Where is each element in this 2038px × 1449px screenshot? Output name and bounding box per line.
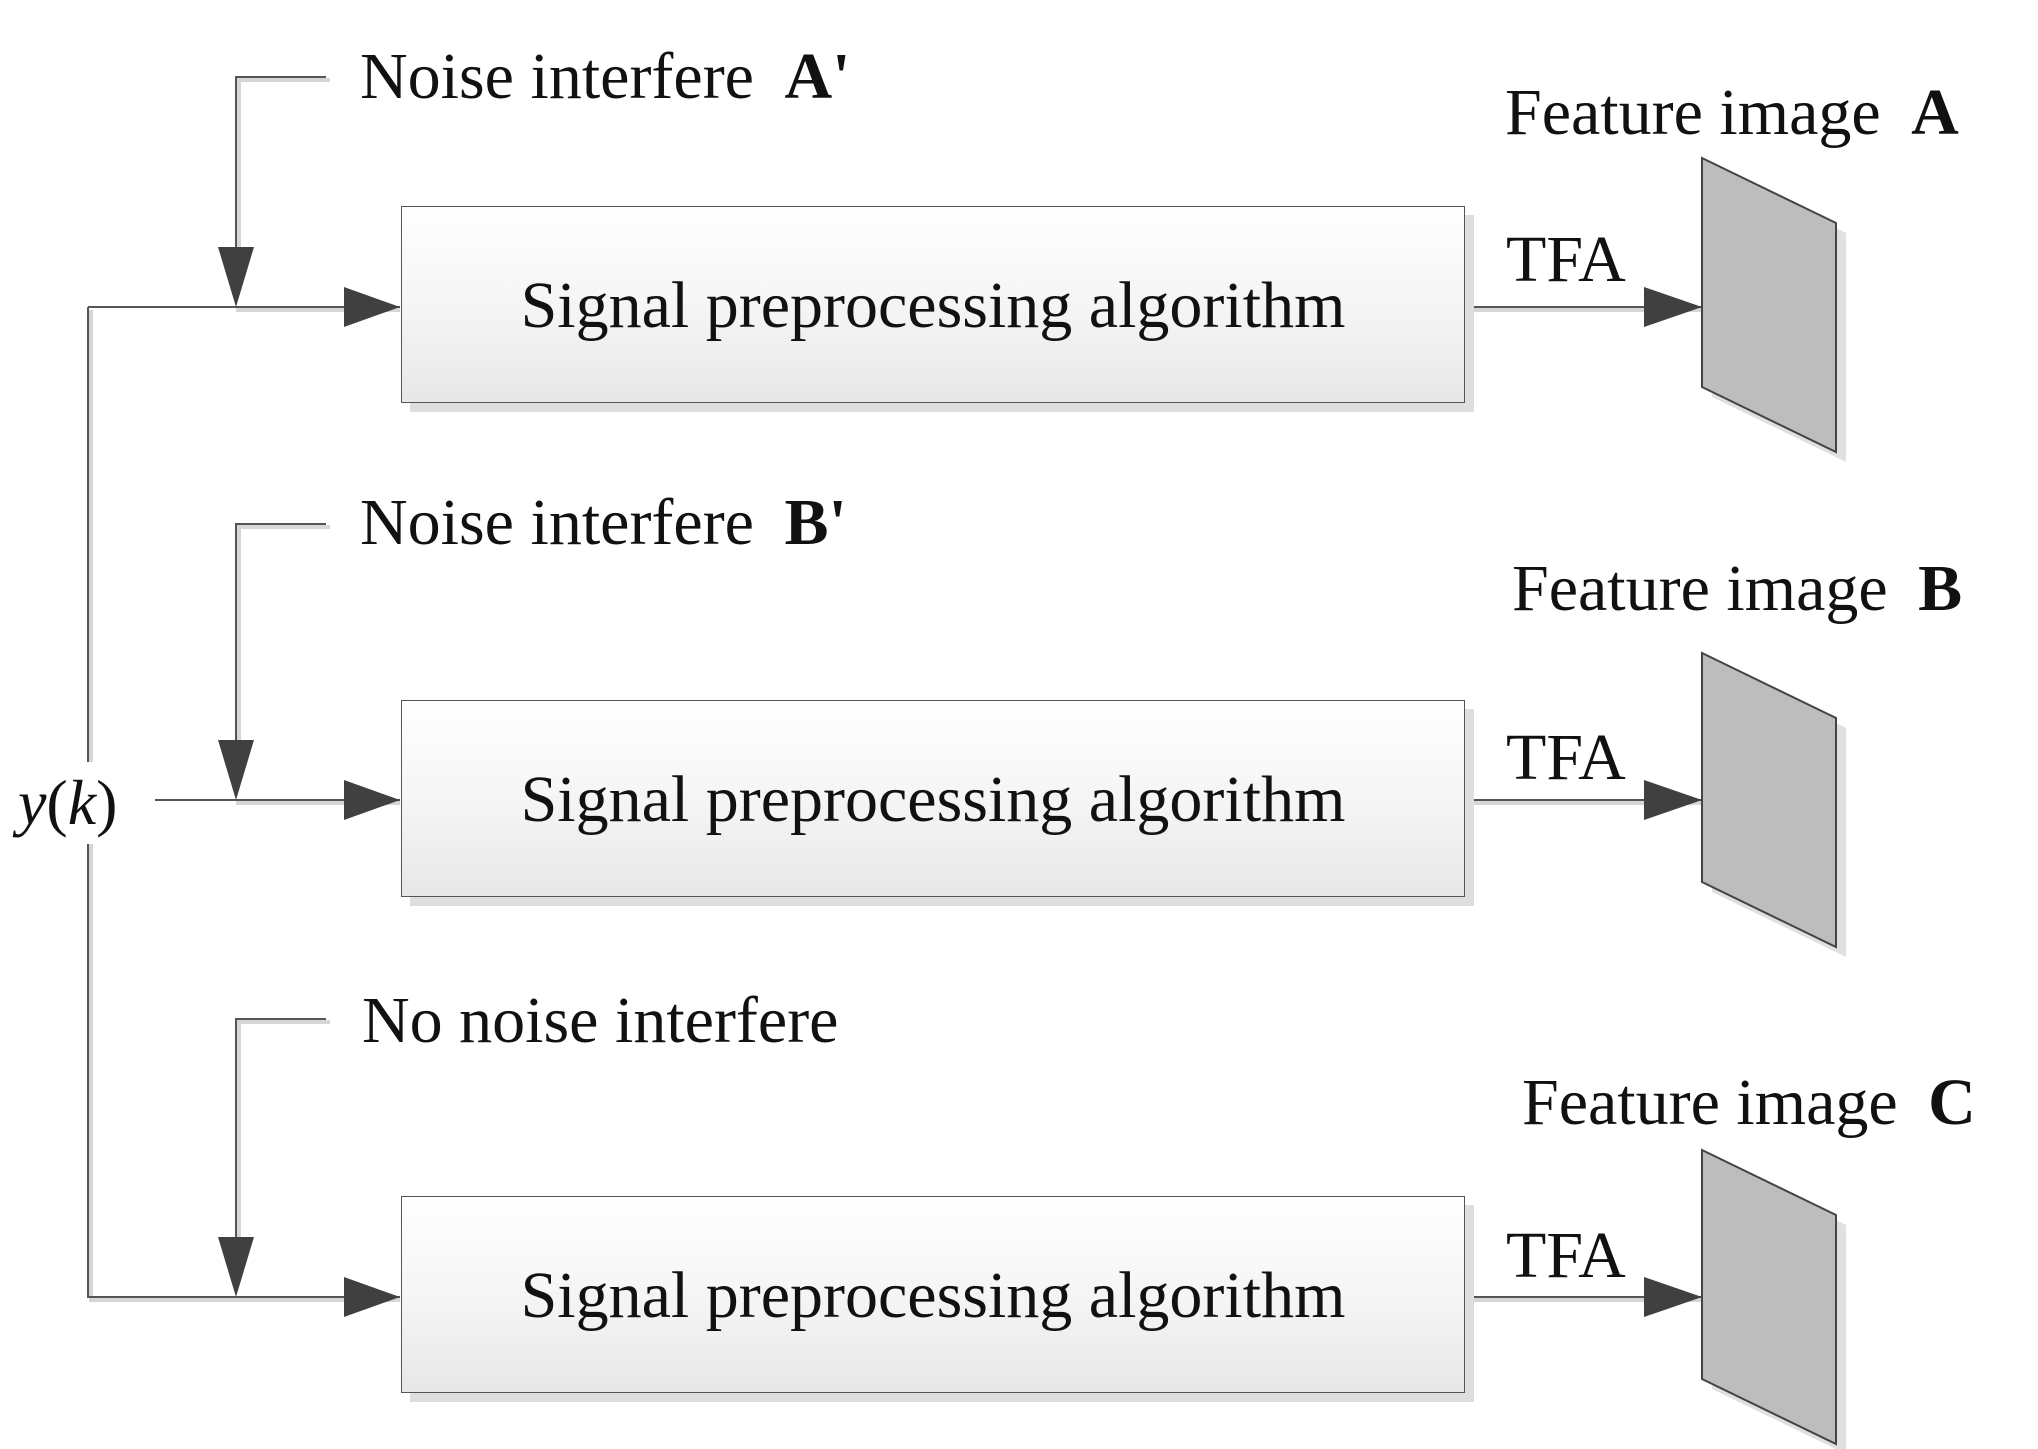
input-bus	[87, 306, 240, 1302]
branch-arrows	[236, 287, 400, 1317]
block-label-b: Signal preprocessing algorithm	[520, 762, 1346, 836]
noise-text-b: Noise interfere	[360, 486, 754, 559]
feature-label-c: Feature image C	[1522, 1070, 1976, 1136]
feature-symbol-c: C	[1928, 1066, 1976, 1139]
feature-text-a: Feature image	[1505, 76, 1881, 149]
feature-text-c: Feature image	[1522, 1066, 1898, 1139]
feature-image-a	[1701, 156, 1846, 462]
noise-text-c: No noise interfere	[362, 984, 839, 1057]
tfa-label-a: TFA	[1506, 223, 1626, 296]
signal-open-paren: (	[46, 767, 68, 838]
signal-arg: k	[67, 767, 97, 838]
signal-close-paren: )	[96, 767, 118, 838]
signal-name: y	[18, 767, 47, 838]
preprocessing-block-b: Signal preprocessing algorithm	[401, 700, 1465, 897]
input-signal-label: y(k)	[12, 762, 124, 844]
preprocessing-block-c: Signal preprocessing algorithm	[401, 1196, 1465, 1393]
tfa-label-c: TFA	[1506, 1219, 1626, 1292]
noise-text-a: Noise interfere	[360, 40, 754, 113]
noise-symbol-b: B'	[784, 486, 847, 559]
feature-label-a: Feature image A	[1505, 80, 1959, 146]
output-arrows	[1466, 287, 1702, 1317]
block-label-c: Signal preprocessing algorithm	[520, 1258, 1346, 1332]
feature-text-b: Feature image	[1512, 552, 1888, 625]
block-label-a: Signal preprocessing algorithm	[520, 268, 1346, 342]
feature-symbol-a: A	[1911, 76, 1959, 149]
feature-image-c	[1701, 1148, 1846, 1449]
noise-label-b: Noise interfere B'	[360, 490, 847, 556]
noise-label-c: No noise interfere	[362, 988, 838, 1054]
feature-image-b	[1701, 651, 1846, 957]
preprocessing-block-a: Signal preprocessing algorithm	[401, 206, 1465, 403]
feature-label-b: Feature image B	[1512, 556, 1962, 622]
noise-symbol-a: A'	[784, 40, 851, 113]
feature-symbol-b: B	[1918, 552, 1963, 625]
noise-injections	[218, 76, 330, 1297]
noise-label-a: Noise interfere A'	[360, 44, 850, 110]
tfa-label-b: TFA	[1506, 721, 1626, 794]
